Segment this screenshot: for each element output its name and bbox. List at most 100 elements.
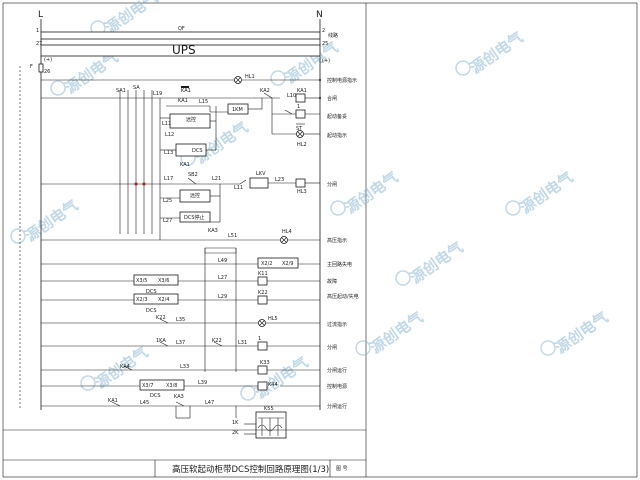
k44-label: K44 [268, 382, 278, 388]
x37-label: X3/7 [142, 383, 153, 389]
fuse-label: F [30, 64, 33, 70]
l23-label: L23 [275, 177, 284, 183]
local-stop-block: 远控 L25 [160, 184, 221, 222]
row-label-control-power-2: 控制电源 [327, 383, 347, 390]
x38-label: X3/8 [166, 383, 177, 389]
sheet-number-label: 图 号 [336, 466, 348, 472]
row-standby: 1 起动备妥 ST [272, 104, 347, 132]
mid-bus-cap [204, 247, 237, 254]
row-label-standby: 起动备妥 [327, 113, 347, 120]
bottom-relay-block: 1K 2K K55 [232, 406, 287, 439]
k22-label: K22 [258, 290, 268, 296]
fuse-no: 26 [44, 69, 50, 75]
l27b-label: L27 [218, 275, 227, 281]
row-close: L19 KA2 L10 KA1 合闸 [41, 88, 337, 214]
ka-sw-label: KA1 [180, 162, 190, 168]
x23-label: X2/3 [136, 297, 147, 303]
l25-label: L25 [163, 198, 172, 204]
lk5-label: LKV [256, 171, 266, 177]
l147-label: L47 [205, 400, 214, 406]
row-hv-indicator: L51 HL4 高压指示 [41, 214, 347, 244]
sa-label: SA [133, 85, 140, 91]
k55-label: K55 [264, 406, 274, 412]
st-label: ST [296, 126, 303, 132]
watermark-8: 源创电气 [10, 196, 81, 245]
row-hv-start: X2/3 X2/4 DCS L29 K22 高压起动/失电 [41, 290, 359, 314]
watermark-3: 源创电气 [455, 28, 526, 77]
dcs2-label: DCS [146, 308, 157, 314]
l145-label: L45 [140, 400, 149, 406]
row-label-start-indicator: 起动指示 [327, 132, 347, 139]
breaker-qf-label: QF [178, 26, 185, 32]
km1-block: KA1 L15 1KM KA1 [166, 86, 263, 115]
km1-label: 1KM [232, 107, 243, 113]
row-overcurrent: K22 L35 HL5 过流指示 [41, 315, 347, 328]
breaker-qf-right-label: 线路 [328, 32, 338, 39]
dcs3-label: DCS [150, 393, 161, 399]
row-control-power-2: X3/7 X3/8 DCS L39 K44 控制电源 [41, 379, 347, 399]
hl1-label: HL1 [245, 74, 255, 80]
t1-label: 1K [232, 420, 239, 426]
k11-label: K11 [258, 271, 268, 277]
watermark-10: 源创电气 [540, 308, 611, 357]
x24-label: X2/4 [158, 297, 169, 303]
row-label-overcurrent: 过流指示 [327, 321, 347, 328]
local-switch-label: 远控 [186, 116, 196, 123]
row-label-hv-indicator: 高压指示 [327, 237, 347, 244]
watermark-9: 源创电气 [395, 238, 466, 287]
x35-label: X3/5 [136, 278, 147, 284]
row-label-trip-run-2: 分闸运行 [327, 403, 347, 410]
ka1-no-b-label: 1 [258, 336, 261, 342]
dcs-switch-block: DCS L13 KA1 [160, 121, 217, 168]
row-trip-run-2: KA1 L45 KA3 L47 分闸运行 [41, 394, 347, 419]
watermark-text: 源创电气 [22, 196, 81, 245]
fuse-sign: (+) [44, 57, 52, 63]
dcs1-label: DCS [146, 289, 157, 295]
hl2-label: HL2 [297, 142, 307, 148]
ka22-label: K22 [156, 315, 166, 321]
watermark-text: 源创电气 [367, 308, 426, 357]
l12-label: L12 [165, 132, 174, 138]
hl5-label: HL5 [268, 316, 278, 322]
row-label-control-power: 控制电源指示 [327, 77, 357, 84]
row-fault: X3/5 X3/6 DCS L27 K11 故障 [41, 271, 337, 295]
row-label-hv-start: 高压起动/失电 [327, 293, 359, 300]
watermark-text: 源创电气 [552, 308, 611, 357]
pole-n-label: N [316, 10, 323, 20]
local-stop-label: 远控 [190, 192, 200, 199]
breaker-qf-left-no2: 27 [36, 41, 42, 47]
sb2-label: SB2 [188, 172, 198, 178]
row-trip-run: KA4 L33 K33 分闸运行 [41, 360, 347, 375]
watermark-text: 源创电气 [342, 168, 401, 217]
l27-label: L27 [163, 218, 172, 224]
l10-label: L10 [287, 93, 296, 99]
row-start-indicator: HL2 起动指示 [271, 98, 347, 148]
row-main-power-loss: L49 X2/2 X2/9 主回路失电 [41, 257, 352, 269]
ups-right-label: (+) [322, 58, 330, 64]
row-label-trip: 分闸 [327, 181, 337, 188]
l49-label: L49 [218, 258, 227, 264]
ups-label: UPS [172, 43, 196, 57]
pole-l-label: L [38, 10, 43, 20]
breaker-qf-left-no: 1 [36, 28, 39, 34]
l51-label: L51 [228, 233, 237, 239]
lk1-label: 1KA [156, 338, 166, 344]
row-label-trip-run: 分闸运行 [327, 367, 347, 374]
t2-label: 2K [232, 430, 239, 436]
x21-label: X2/2 [261, 261, 272, 267]
breaker-qf-right-no: 2 [322, 28, 325, 34]
ka1-coil-label: KA1 [297, 88, 307, 94]
ka1b-label: KA1 [178, 98, 188, 104]
hl4-label: HL4 [282, 229, 292, 235]
l31-label: L31 [238, 340, 247, 346]
watermark-text: 源创电气 [517, 168, 576, 217]
k22b-label: K22 [212, 338, 222, 344]
row-trip-2: 1KA L37 K22 L31 1 分闸 [41, 336, 337, 351]
fuse-fu: F 26 (+) [30, 56, 321, 410]
dcs-stop-block: DCS停止 L27 KA3 [160, 211, 220, 234]
l39-label: L39 [198, 380, 207, 386]
ka3b-label: KA3 [174, 394, 184, 400]
